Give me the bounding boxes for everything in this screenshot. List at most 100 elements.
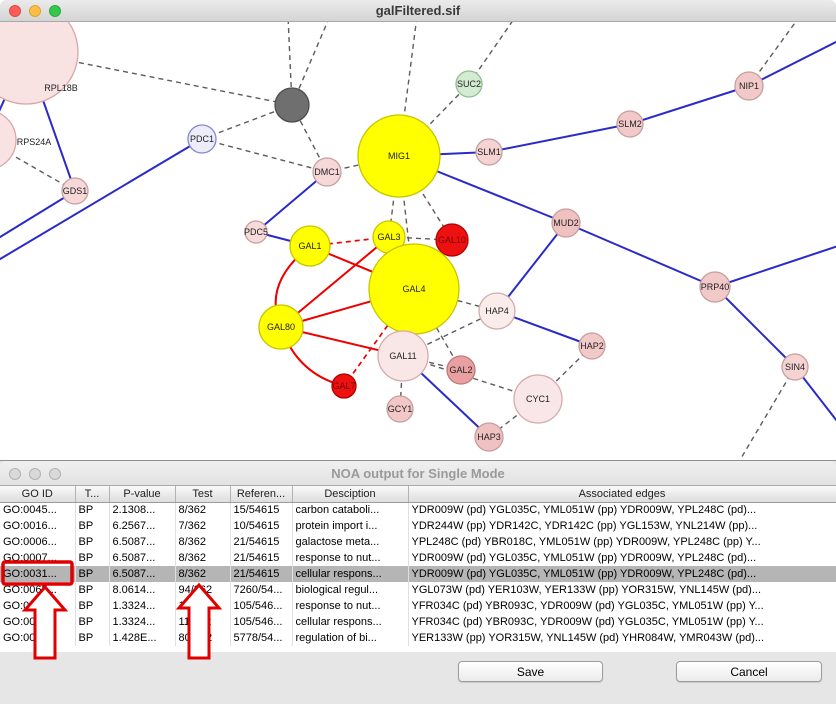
node-MUD2[interactable]: MUD2 (551, 208, 581, 238)
table-cell: GO:0006... (0, 534, 76, 550)
column-header-t[interactable]: T... (75, 486, 110, 503)
save-button[interactable]: Save (458, 661, 603, 682)
node-GAL7[interactable]: GAL7 (331, 373, 357, 399)
table-cell: GO:0050... (0, 630, 76, 646)
node-SIN4[interactable]: SIN4 (781, 353, 809, 381)
graph-edge (488, 123, 631, 153)
node-MIG1[interactable]: MIG1 (357, 114, 441, 198)
table-cell: 6.5087... (109, 566, 176, 582)
graph-edge (629, 85, 750, 125)
column-header-referen[interactable]: Referen... (230, 486, 293, 503)
table-cell: 15/54615 (230, 502, 293, 518)
node-GAL2[interactable]: GAL2 (446, 355, 476, 385)
table-cell: BP (75, 582, 110, 598)
graph-edge (0, 138, 203, 261)
graph-edge (201, 104, 293, 140)
close-button-icon[interactable] (9, 5, 21, 17)
node-label: MUD2 (553, 218, 579, 228)
node-PDC5[interactable]: PDC5 (244, 220, 268, 244)
node-label: HAP3 (477, 432, 501, 442)
table-cell: 8/362 (175, 502, 231, 518)
traffic-lights (9, 5, 61, 17)
table-cell: response to nut... (292, 550, 409, 566)
table-cell: response to nut... (292, 598, 409, 614)
column-header-associated-edges[interactable]: Associated edges (408, 486, 836, 503)
table-cell: 7260/54... (230, 582, 293, 598)
column-header-test[interactable]: Test (175, 486, 231, 503)
column-header-p-value[interactable]: P-value (109, 486, 176, 503)
table-cell: galactose meta... (292, 534, 409, 550)
column-header-desciption[interactable]: Desciption (292, 486, 409, 503)
node-NIP1[interactable]: NIP1 (734, 71, 764, 101)
node-label: GAL3 (377, 232, 400, 242)
zoom-button-icon[interactable] (49, 5, 61, 17)
node-HAP2[interactable]: HAP2 (578, 332, 606, 360)
table-cell: 11/362 (175, 614, 231, 630)
minimize-button-icon[interactable] (29, 5, 41, 17)
node-label: GAL4 (402, 284, 425, 294)
table-cell: YDR009W (pd) YGL035C, YML051W (pp) YDR00… (408, 550, 836, 566)
graph-edge (255, 171, 328, 233)
table-cell: YPL248C (pd) YBR018C, YML051W (pp) YDR00… (408, 534, 836, 550)
table-cell: YDR009W (pd) YGL035C, YML051W (pp) YDR00… (408, 502, 836, 518)
node-GAL10[interactable]: GAL10 (435, 223, 469, 257)
node-GAL1[interactable]: GAL1 (289, 225, 331, 267)
node-GAL4[interactable]: GAL4 (368, 243, 460, 335)
node-RPS24A[interactable]: RPS24A (0, 110, 51, 170)
node-HAP4[interactable]: HAP4 (478, 292, 516, 330)
table-cell: biological regul... (292, 582, 409, 598)
table-cell: carbon cataboli... (292, 502, 409, 518)
graph-edge (565, 222, 716, 288)
table-cell: 6.5087... (109, 550, 176, 566)
node-GDS1[interactable]: GDS1 (61, 177, 89, 205)
column-header-go-id[interactable]: GO ID (0, 486, 76, 503)
noa-window-title: NOA output for Single Mode (331, 465, 505, 481)
node-DMC1[interactable]: DMC1 (312, 157, 342, 187)
close-button-icon[interactable] (9, 468, 21, 480)
node-label: GAL11 (389, 351, 416, 361)
table-cell: GO:0065... (0, 582, 76, 598)
node-RPL18B[interactable]: RPL18B (0, 22, 79, 105)
minimize-button-icon[interactable] (29, 468, 41, 480)
graph-edge (280, 236, 390, 328)
traffic-lights-inactive (9, 468, 61, 480)
node-unlabeled[interactable] (274, 87, 310, 123)
graph-window-titlebar: galFiltered.sif (0, 0, 836, 22)
table-cell: YER133W (pp) YOR315W, YNL145W (pd) YHR08… (408, 630, 836, 646)
graph-edge (468, 22, 513, 85)
node-label: HAP2 (580, 341, 604, 351)
graph-edge (287, 22, 293, 106)
node-label: GDS1 (63, 186, 88, 196)
node-SLM2[interactable]: SLM2 (616, 110, 644, 138)
cancel-button[interactable]: Cancel (676, 661, 822, 682)
table-cell: 105/546... (230, 614, 293, 630)
node-GCY1[interactable]: GCY1 (386, 395, 414, 423)
node-PDC1[interactable]: PDC1 (187, 124, 217, 154)
node-CYC1[interactable]: CYC1 (513, 374, 563, 424)
noa-window-titlebar: NOA output for Single Mode (0, 461, 836, 486)
table-cell: GO:0031... (0, 614, 76, 630)
node-PRP40[interactable]: PRP40 (699, 271, 731, 303)
table-cell: BP (75, 534, 110, 550)
node-SUC2[interactable]: SUC2 (455, 70, 483, 98)
node-GAL80[interactable]: GAL80 (258, 304, 304, 350)
node-GAL11[interactable]: GAL11 (377, 330, 429, 382)
node-SLM1[interactable]: SLM1 (475, 138, 503, 166)
table-cell: 8.0614... (109, 582, 176, 598)
node-GAL3[interactable]: GAL3 (372, 220, 406, 254)
table-cell: GO:0031... (0, 566, 76, 582)
node-label: SIN4 (785, 362, 805, 372)
node-HAP3[interactable]: HAP3 (474, 422, 504, 452)
zoom-button-icon[interactable] (49, 468, 61, 480)
